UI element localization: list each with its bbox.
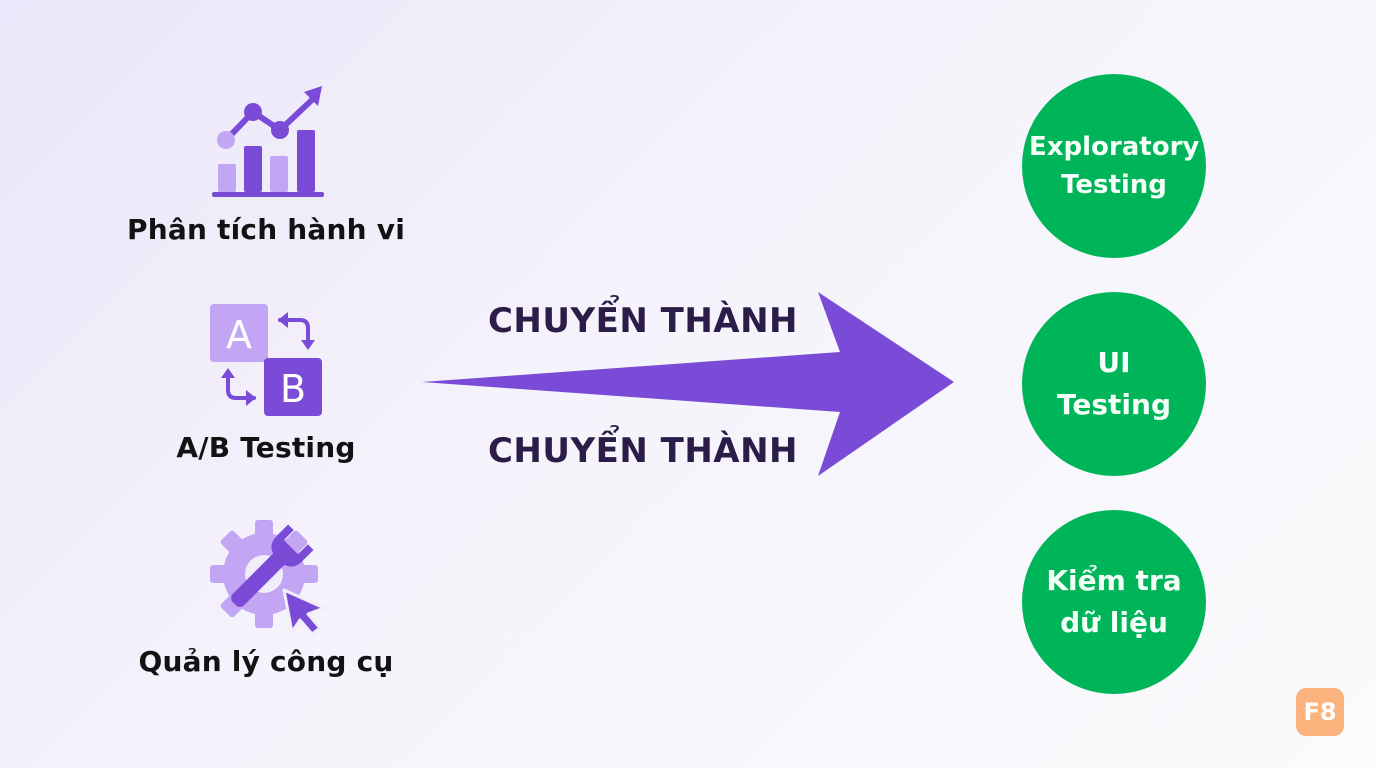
arrow-caption-bottom: CHUYỂN THÀNH xyxy=(487,431,798,471)
left-item-label-ab-testing: A/B Testing xyxy=(176,431,356,464)
left-item-label-behavior-analysis: Phân tích hành vi xyxy=(127,213,405,246)
analytics-chart-icon xyxy=(212,86,324,197)
f8-logo-badge: F8 xyxy=(1296,688,1344,736)
ab-swap-icon: A B xyxy=(210,304,322,416)
ab-letter-a: A xyxy=(226,313,252,357)
tool-gear-cursor-icon xyxy=(210,520,326,636)
transform-arrow xyxy=(422,292,954,476)
result-exploratory-testing: Exploratory Testing xyxy=(1022,74,1206,258)
ab-letter-b: B xyxy=(280,367,306,411)
arrow-caption-top: CHUYỂN THÀNH xyxy=(487,301,798,341)
result-line: Testing xyxy=(1057,388,1171,421)
result-line: Testing xyxy=(1061,170,1167,200)
result-line: Exploratory xyxy=(1029,132,1200,162)
result-line: dữ liệu xyxy=(1060,606,1168,639)
result-ui-testing: UI Testing xyxy=(1022,292,1206,476)
left-item-label-tool-management: Quản lý công cụ xyxy=(138,645,394,678)
result-line: UI xyxy=(1097,346,1131,379)
result-data-check: Kiểm tra dữ liệu xyxy=(1022,510,1206,694)
result-line: Kiểm tra xyxy=(1046,564,1182,597)
